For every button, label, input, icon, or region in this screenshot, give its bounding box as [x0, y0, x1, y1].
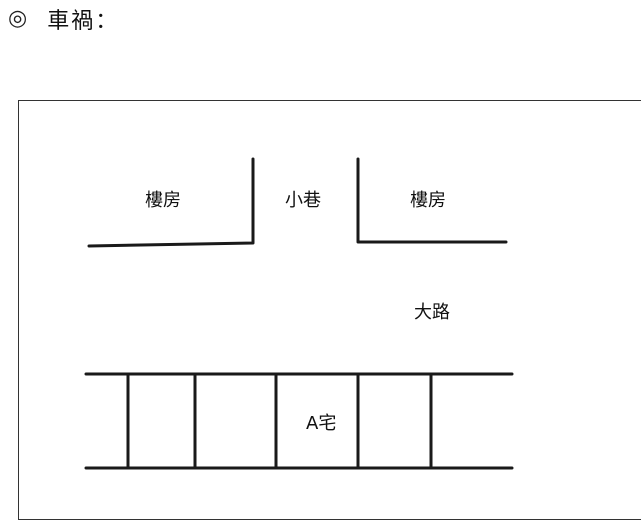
left-building-wall	[87, 157, 255, 248]
bullet-icon: ◎	[8, 6, 28, 31]
header: ◎ 車禍：	[8, 2, 119, 36]
page-title: 車禍：	[47, 9, 120, 34]
building-right-label: 樓房	[410, 190, 446, 211]
alley-label: 小巷	[285, 190, 321, 211]
house-a-label: A宅	[306, 413, 337, 434]
diagram-lines	[84, 157, 514, 470]
right-building-wall	[356, 157, 508, 244]
road-label: 大路	[414, 302, 450, 323]
diagram-frame	[18, 100, 641, 520]
building-left-label: 樓房	[145, 190, 181, 211]
